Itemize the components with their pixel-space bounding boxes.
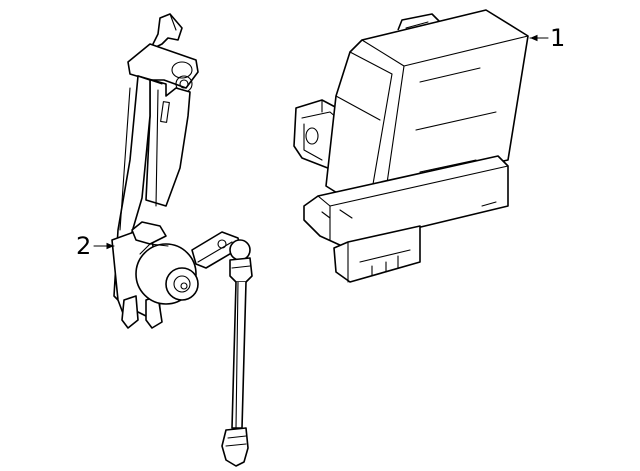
module-housing: [303, 9, 529, 283]
level-sensor-assembly: [111, 13, 253, 467]
callout-number-2: 2: [76, 232, 92, 260]
bracket-top-clip: [127, 43, 199, 93]
bracket-hook: [149, 13, 183, 51]
callout-number-1: 1: [550, 24, 566, 52]
control-module: [293, 9, 529, 283]
sensor-body: [131, 221, 199, 305]
link-rod: [221, 239, 253, 467]
